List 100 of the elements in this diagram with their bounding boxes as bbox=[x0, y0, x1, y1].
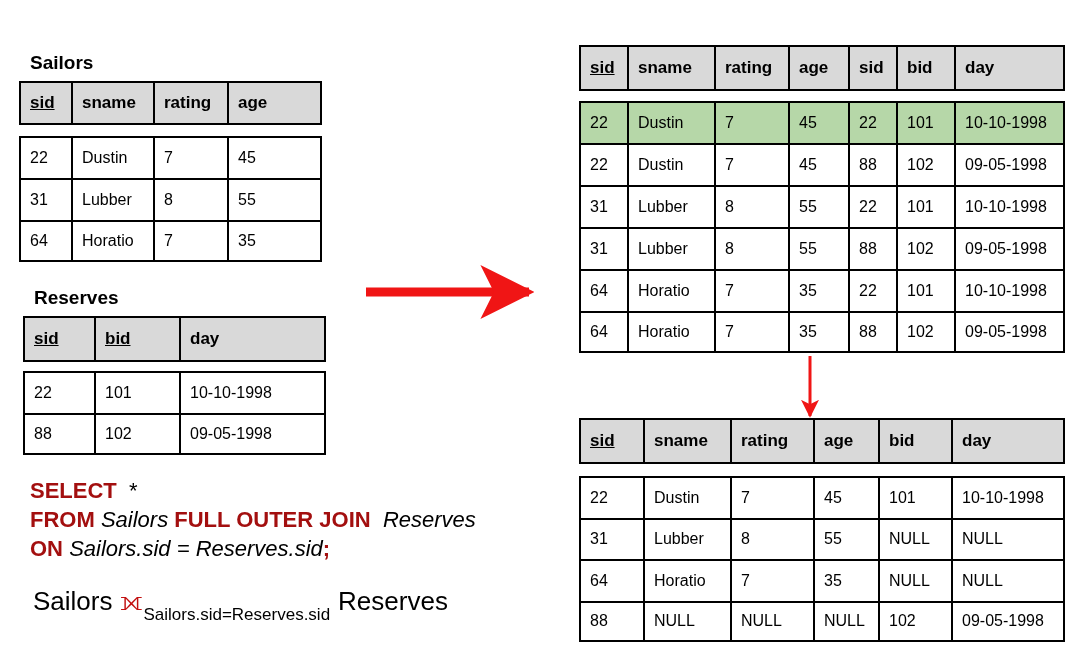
column-header: sname bbox=[629, 47, 716, 89]
table-cell-text: 10-10-1998 bbox=[964, 197, 1048, 217]
column-header: age bbox=[815, 420, 880, 462]
column-header: bid bbox=[880, 420, 953, 462]
table-cell: Horatio bbox=[629, 313, 716, 351]
column-header: day bbox=[189, 328, 221, 351]
column-header: age bbox=[790, 47, 850, 89]
column-header: day bbox=[964, 57, 996, 80]
table-cell-text: 09-05-1998 bbox=[189, 424, 273, 444]
table-cell: 7 bbox=[155, 138, 229, 178]
table-cell-text: 10-10-1998 bbox=[964, 113, 1048, 133]
table-cell-text: 09-05-1998 bbox=[964, 155, 1048, 175]
column-header: rating bbox=[716, 47, 790, 89]
table-cell: 35 bbox=[815, 561, 880, 601]
table-cell: 102 bbox=[898, 313, 956, 351]
table-cell-text: 45 bbox=[237, 148, 257, 168]
table-cell: 22 bbox=[850, 271, 898, 311]
join-symbol: ⟗ bbox=[120, 585, 144, 618]
table-cell: 55 bbox=[815, 519, 880, 559]
sql-line: ON Sailors.sid = Reserves.sid bbox=[30, 535, 323, 563]
table-cell: Dustin bbox=[629, 103, 716, 143]
table-cell: 35 bbox=[790, 271, 850, 311]
table-cell: 22 bbox=[581, 478, 645, 518]
column-header: bid bbox=[96, 318, 181, 360]
table-cell: 64 bbox=[21, 222, 73, 260]
table-cell: 22 bbox=[21, 138, 73, 178]
table-cell: 7 bbox=[716, 271, 790, 311]
table-cell: 22 bbox=[581, 145, 629, 185]
table-cell: Horatio bbox=[645, 561, 732, 601]
table-cell: 88 bbox=[25, 415, 96, 453]
table-cell: Lubber bbox=[629, 187, 716, 227]
column-header: age bbox=[237, 92, 269, 115]
table-cell: Lubber bbox=[73, 180, 155, 220]
sql-line: FROM Sailors FULL OUTER JOIN Reserves bbox=[30, 506, 476, 534]
table-cell: 22 bbox=[850, 187, 898, 227]
table-title: Reserves bbox=[34, 286, 119, 310]
table-cell: 101 bbox=[898, 103, 956, 143]
table-cell-text: NULL bbox=[961, 570, 1004, 591]
table-cell: 31 bbox=[581, 519, 645, 559]
table-cell: 55 bbox=[790, 229, 850, 269]
table-cell-text: 10-10-1998 bbox=[189, 383, 273, 403]
table-cell: 101 bbox=[96, 373, 181, 413]
table-cell: 64 bbox=[581, 313, 629, 351]
table-title: Sailors bbox=[30, 51, 94, 75]
table-cell: 7 bbox=[716, 103, 790, 143]
table-cell: 64 bbox=[581, 561, 645, 601]
table-cell: 102 bbox=[898, 145, 956, 185]
table-cell: 22 bbox=[581, 103, 629, 143]
table-cell: 101 bbox=[898, 271, 956, 311]
column-header: sid bbox=[25, 318, 96, 360]
table-cell: 102 bbox=[880, 602, 953, 640]
column-header: rating bbox=[732, 420, 815, 462]
table-cell-text: NULL bbox=[961, 529, 1004, 550]
sql-line: SELECT* bbox=[30, 477, 139, 505]
table-cell-text: 09-05-1998 bbox=[964, 239, 1048, 259]
table-cell-text: 55 bbox=[237, 190, 257, 210]
table-cell: 88 bbox=[850, 145, 898, 185]
relation-name: Reserves bbox=[338, 585, 448, 618]
table-cell: 35 bbox=[790, 313, 850, 351]
table-cell: 88 bbox=[850, 229, 898, 269]
column-header: sid bbox=[581, 420, 645, 462]
table-cell: 55 bbox=[790, 187, 850, 227]
table-cell: 22 bbox=[850, 103, 898, 143]
table-cell: 45 bbox=[790, 103, 850, 143]
table-cell: 101 bbox=[898, 187, 956, 227]
table-cell: Dustin bbox=[73, 138, 155, 178]
table-cell: 102 bbox=[898, 229, 956, 269]
join-condition: Sailors.sid=Reserves.sid bbox=[143, 604, 331, 622]
column-header: sid bbox=[21, 83, 73, 123]
table-cell: NULL bbox=[732, 602, 815, 640]
table-cell: 101 bbox=[880, 478, 953, 518]
table-cell: 7 bbox=[155, 222, 229, 260]
table-cell: 22 bbox=[25, 373, 96, 413]
table-cell: 45 bbox=[790, 145, 850, 185]
table-cell: Lubber bbox=[645, 519, 732, 559]
table-cell-text: 10-10-1998 bbox=[961, 487, 1045, 508]
table-cell: 7 bbox=[732, 561, 815, 601]
table-cell: 7 bbox=[716, 313, 790, 351]
column-header: sname bbox=[645, 420, 732, 462]
table-cell-text: 09-05-1998 bbox=[964, 322, 1048, 342]
table-cell: Horatio bbox=[629, 271, 716, 311]
table-cell: 8 bbox=[155, 180, 229, 220]
column-header: day bbox=[961, 430, 993, 453]
table-cell: 8 bbox=[716, 229, 790, 269]
table-cell: NULL bbox=[645, 602, 732, 640]
table-cell-text: 10-10-1998 bbox=[964, 281, 1048, 301]
table-cell: 31 bbox=[21, 180, 73, 220]
table-cell: 102 bbox=[96, 415, 181, 453]
column-header: sid bbox=[581, 47, 629, 89]
column-header: bid bbox=[898, 47, 956, 89]
table-cell: 8 bbox=[732, 519, 815, 559]
relation-name: Sailors bbox=[33, 585, 113, 618]
column-header: sname bbox=[73, 83, 155, 123]
table-cell: 8 bbox=[716, 187, 790, 227]
table-cell-text: 09-05-1998 bbox=[961, 611, 1045, 632]
table-cell-text: 35 bbox=[237, 231, 257, 251]
table-cell: 45 bbox=[815, 478, 880, 518]
table-cell: 7 bbox=[716, 145, 790, 185]
table-cell: 88 bbox=[850, 313, 898, 351]
table-cell: 88 bbox=[581, 602, 645, 640]
